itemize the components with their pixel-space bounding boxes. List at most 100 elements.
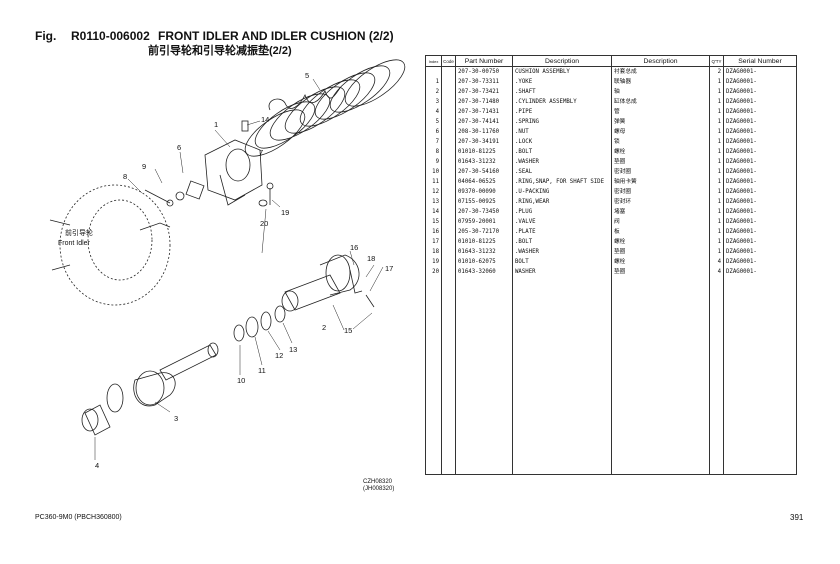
index-cell: 11	[425, 177, 442, 187]
header-description: Description	[512, 55, 612, 67]
serial-number-cell: DZAG0001-	[723, 217, 797, 227]
serial-number-cell: DZAG0001-	[723, 77, 797, 87]
callout-15: 15	[344, 326, 352, 335]
part-number-cell: 207-30-71431	[455, 107, 513, 117]
part-number-cell: 207-30-73450	[455, 207, 513, 217]
part-number-cell: 09370-00090	[455, 187, 513, 197]
bolt-19-drawing	[258, 182, 274, 207]
serial-number-cell: DZAG0001-	[723, 97, 797, 107]
serial-number-cell: DZAG0001-	[723, 137, 797, 147]
part-number-cell: 207-30-74141	[455, 117, 513, 127]
description-cell: .BOLT	[512, 147, 612, 157]
description-cell: .LOCK	[512, 137, 612, 147]
code-cell	[441, 207, 456, 217]
code-cell	[441, 147, 456, 157]
figure-code: R0110-006002	[71, 29, 150, 43]
callout-5: 5	[305, 71, 309, 80]
part-number-cell: 01010-81225	[455, 237, 513, 247]
code-cell	[441, 97, 456, 107]
part-number-cell: 207-30-00750	[455, 66, 513, 77]
index-cell: 13	[425, 197, 442, 207]
serial-number-cell: DZAG0001-	[723, 177, 797, 187]
description-cell: .YOKE	[512, 77, 612, 87]
serial-number-cell: DZAG0001-	[723, 107, 797, 117]
yoke-drawing	[204, 120, 263, 206]
front-idler-label-cn: 前引导轮	[65, 228, 93, 237]
drawing-code-line-1: CZH08320	[363, 479, 393, 485]
part-number-cell: 04064-06525	[455, 177, 513, 187]
header-index: Index	[425, 55, 442, 67]
part-number-cell: 207-30-73311	[455, 77, 513, 87]
description-cn-cell: 弹簧	[611, 117, 710, 127]
description-cell: .NUT	[512, 127, 612, 137]
part-number-cell: 01643-31232	[455, 157, 513, 167]
empty-cell	[611, 277, 710, 475]
code-cell	[441, 137, 456, 147]
callout-7: 7	[259, 148, 263, 157]
serial-number-cell: DZAG0001-	[723, 257, 797, 267]
index-cell: 14	[425, 207, 442, 217]
serial-number-cell: DZAG0001-	[723, 87, 797, 97]
callout-11: 11	[258, 366, 266, 375]
empty-cell	[709, 277, 724, 475]
callout-4: 4	[95, 461, 99, 470]
description-cn-cell: 阀	[611, 217, 710, 227]
serial-number-cell: DZAG0001-	[723, 267, 797, 277]
page-number: 391	[790, 513, 804, 522]
part-number-cell: 207-30-34191	[455, 137, 513, 147]
serial-number-cell: DZAG0001-	[723, 247, 797, 257]
description-cell: .RING,SNAP, FOR SHAFT SIDE	[512, 177, 612, 187]
header-qty: Q'TY	[709, 55, 724, 67]
callout-18: 18	[367, 254, 375, 263]
index-cell: 4	[425, 107, 442, 117]
qty-cell: 1	[709, 77, 724, 87]
figure-label: Fig.	[35, 29, 57, 43]
serial-number-cell: DZAG0001-	[723, 157, 797, 167]
qty-cell: 1	[709, 157, 724, 167]
description-cell: BOLT	[512, 257, 612, 267]
qty-cell: 1	[709, 167, 724, 177]
callout-12: 12	[275, 351, 283, 360]
callout-10: 10	[237, 376, 245, 385]
description-cell: .SPRING	[512, 117, 612, 127]
qty-cell: 4	[709, 257, 724, 267]
spring-drawing	[244, 59, 406, 157]
serial-number-cell: DZAG0001-	[723, 207, 797, 217]
callout-14: 14	[261, 115, 269, 124]
empty-cell	[441, 277, 456, 475]
index-cell: 19	[425, 257, 442, 267]
index-cell: 3	[425, 97, 442, 107]
cylinder-drawing	[106, 342, 219, 413]
index-cell: 2	[425, 87, 442, 97]
code-cell	[441, 127, 456, 137]
serial-number-cell: DZAG0001-	[723, 197, 797, 207]
description-cn-cell: 衬套总成	[611, 66, 710, 77]
empty-cell	[425, 277, 442, 475]
qty-cell: 1	[709, 207, 724, 217]
qty-cell: 1	[709, 97, 724, 107]
serial-number-cell: DZAG0001-	[723, 127, 797, 137]
part-number-cell: 207-30-71480	[455, 97, 513, 107]
pipe-drawing	[81, 404, 111, 436]
serial-number-cell: DZAG0001-	[723, 237, 797, 247]
qty-cell: 1	[709, 87, 724, 97]
empty-cell	[455, 277, 513, 475]
qty-cell: 2	[709, 66, 724, 77]
index-cell: 6	[425, 127, 442, 137]
code-cell	[441, 77, 456, 87]
code-cell	[441, 87, 456, 97]
header-part-number: Part Number	[455, 55, 513, 67]
index-cell: 8	[425, 147, 442, 157]
index-cell: 5	[425, 117, 442, 127]
callout-16: 16	[350, 243, 358, 252]
index-cell: 15	[425, 217, 442, 227]
part-number-cell: 07959-20001	[455, 217, 513, 227]
